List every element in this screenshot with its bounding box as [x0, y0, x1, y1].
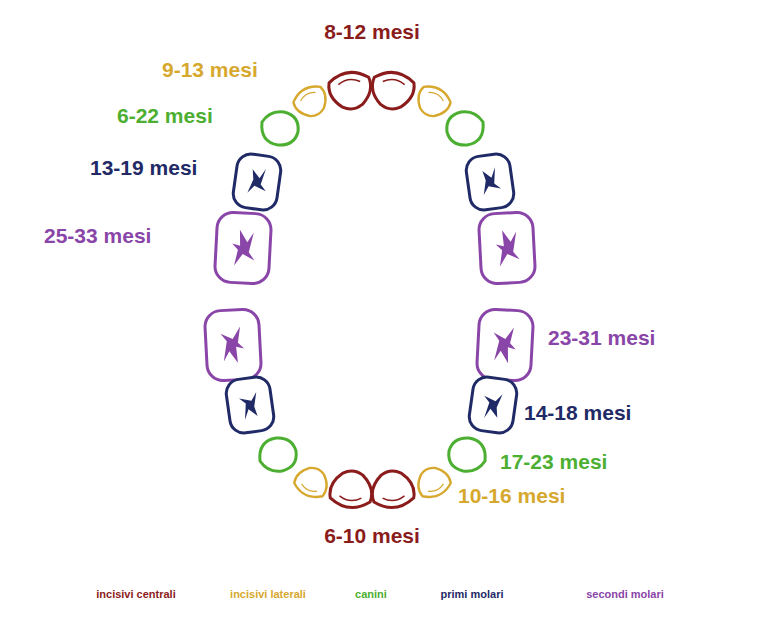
eruption-age: 6-22 mesi [117, 104, 213, 127]
eruption-age: 17-23 mesi [500, 450, 607, 473]
lower-second-molar [476, 309, 534, 382]
eruption-age: 14-18 mesi [524, 401, 631, 424]
eruption-age: 9-13 mesi [162, 58, 258, 81]
lower-first-molar [224, 375, 275, 435]
upper-lateral-incisor [412, 81, 454, 122]
eruption-age: 23-31 mesi [548, 326, 655, 349]
upper-canine [447, 112, 483, 145]
legend-entry: primi molari [441, 588, 504, 601]
legend-entry: incisivi laterali [230, 588, 306, 601]
lower-lateral-incisor [412, 462, 454, 502]
upper-second-molar [214, 212, 272, 285]
lower-canine [260, 438, 296, 471]
lower-second-molar [204, 309, 262, 382]
upper-lateral-incisor [290, 81, 332, 122]
legend-entry: canini [355, 588, 387, 601]
lower-canine [449, 438, 485, 471]
lower-first-molar [467, 375, 518, 435]
upper-canine [262, 112, 298, 145]
upper-second-molar [478, 212, 536, 285]
lower-central-incisor [370, 469, 415, 510]
legend-entry: incisivi centrali [96, 588, 175, 601]
eruption-age: 8-12 mesi [324, 20, 420, 43]
eruption-age: 13-19 mesi [90, 156, 197, 179]
eruption-age: 25-33 mesi [44, 224, 151, 247]
upper-central-incisor [327, 70, 373, 112]
lower-lateral-incisor [291, 462, 333, 502]
upper-first-molar [464, 152, 515, 212]
upper-central-incisor [369, 70, 415, 112]
lower-central-incisor [329, 469, 374, 510]
eruption-age: 6-10 mesi [324, 524, 420, 547]
upper-first-molar [231, 152, 282, 212]
legend-entry: secondi molari [586, 588, 664, 601]
eruption-age: 10-16 mesi [458, 484, 565, 507]
